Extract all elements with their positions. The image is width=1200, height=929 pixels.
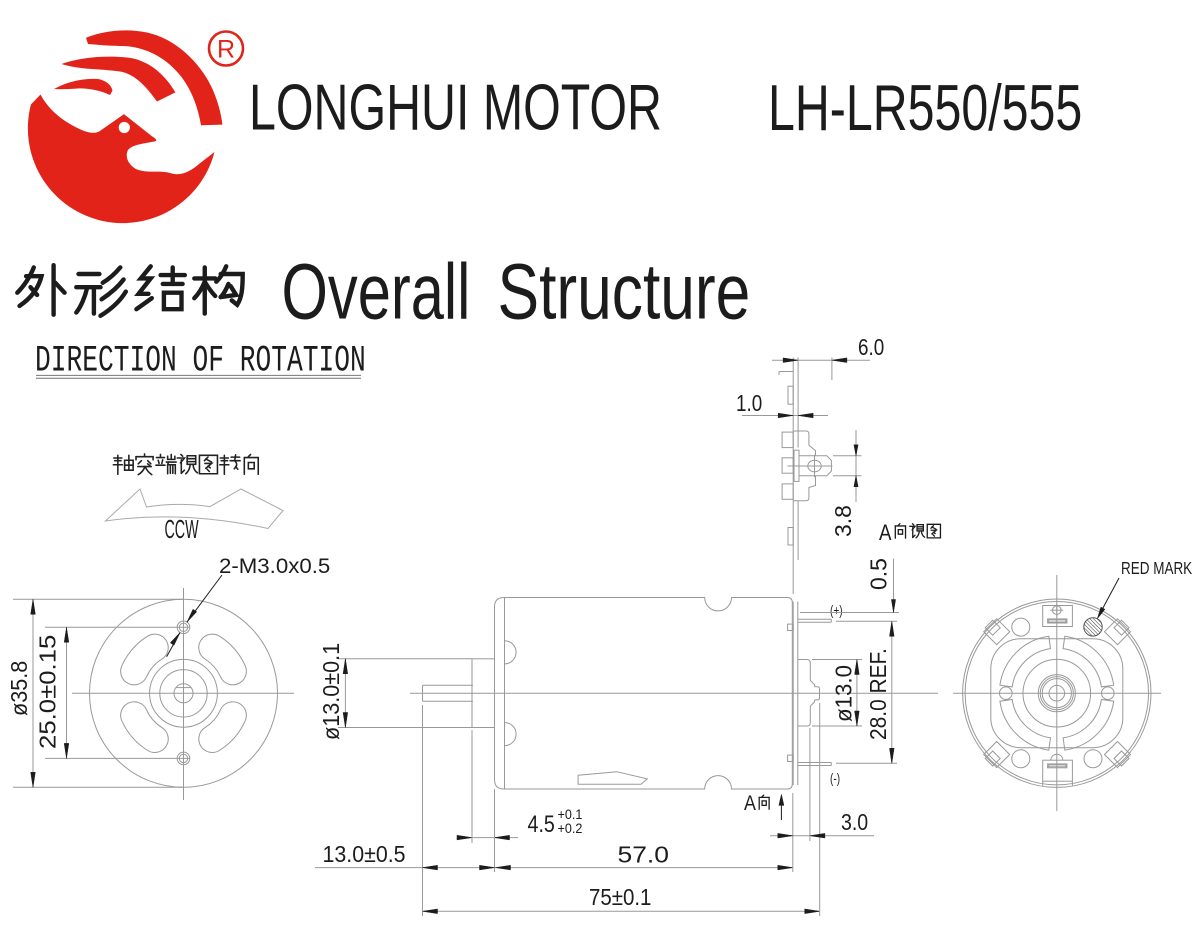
svg-text:25.0±0.15: 25.0±0.15 (36, 635, 61, 749)
svg-text:(+): (+) (830, 602, 843, 618)
svg-text:LH-LR550/555: LH-LR550/555 (768, 72, 1082, 145)
svg-text:R: R (217, 36, 235, 64)
svg-text:28.0 REF.: 28.0 REF. (865, 648, 891, 740)
svg-text:RED MARK: RED MARK (1121, 559, 1193, 578)
svg-text:ø13.0: ø13.0 (830, 665, 856, 722)
svg-text:CCW: CCW (165, 516, 199, 544)
svg-text:2-M3.0x0.5: 2-M3.0x0.5 (219, 554, 330, 578)
svg-text:(-): (-) (830, 770, 840, 786)
svg-text:+0.2: +0.2 (558, 820, 583, 836)
svg-text:1.0: 1.0 (736, 391, 762, 416)
svg-text:0.5: 0.5 (866, 558, 892, 590)
svg-text:6.0: 6.0 (858, 335, 884, 360)
svg-text:3.8: 3.8 (830, 505, 856, 537)
svg-text:ø35.8: ø35.8 (6, 661, 32, 716)
svg-text:75±0.1: 75±0.1 (589, 884, 651, 910)
svg-text:57.0: 57.0 (618, 843, 669, 868)
svg-text:LONGHUI MOTOR: LONGHUI MOTOR (249, 72, 662, 145)
svg-text:4.5: 4.5 (528, 810, 555, 837)
svg-text:+0.1: +0.1 (558, 806, 583, 822)
svg-text:A: A (744, 792, 756, 816)
svg-text:13.0±0.5: 13.0±0.5 (323, 841, 406, 867)
svg-text:ø13.0±0.1: ø13.0±0.1 (318, 643, 344, 740)
svg-text:Overall: Overall (282, 247, 471, 335)
svg-text:A: A (879, 522, 892, 546)
svg-text:3.0: 3.0 (841, 810, 868, 836)
svg-text:Structure: Structure (498, 249, 751, 337)
